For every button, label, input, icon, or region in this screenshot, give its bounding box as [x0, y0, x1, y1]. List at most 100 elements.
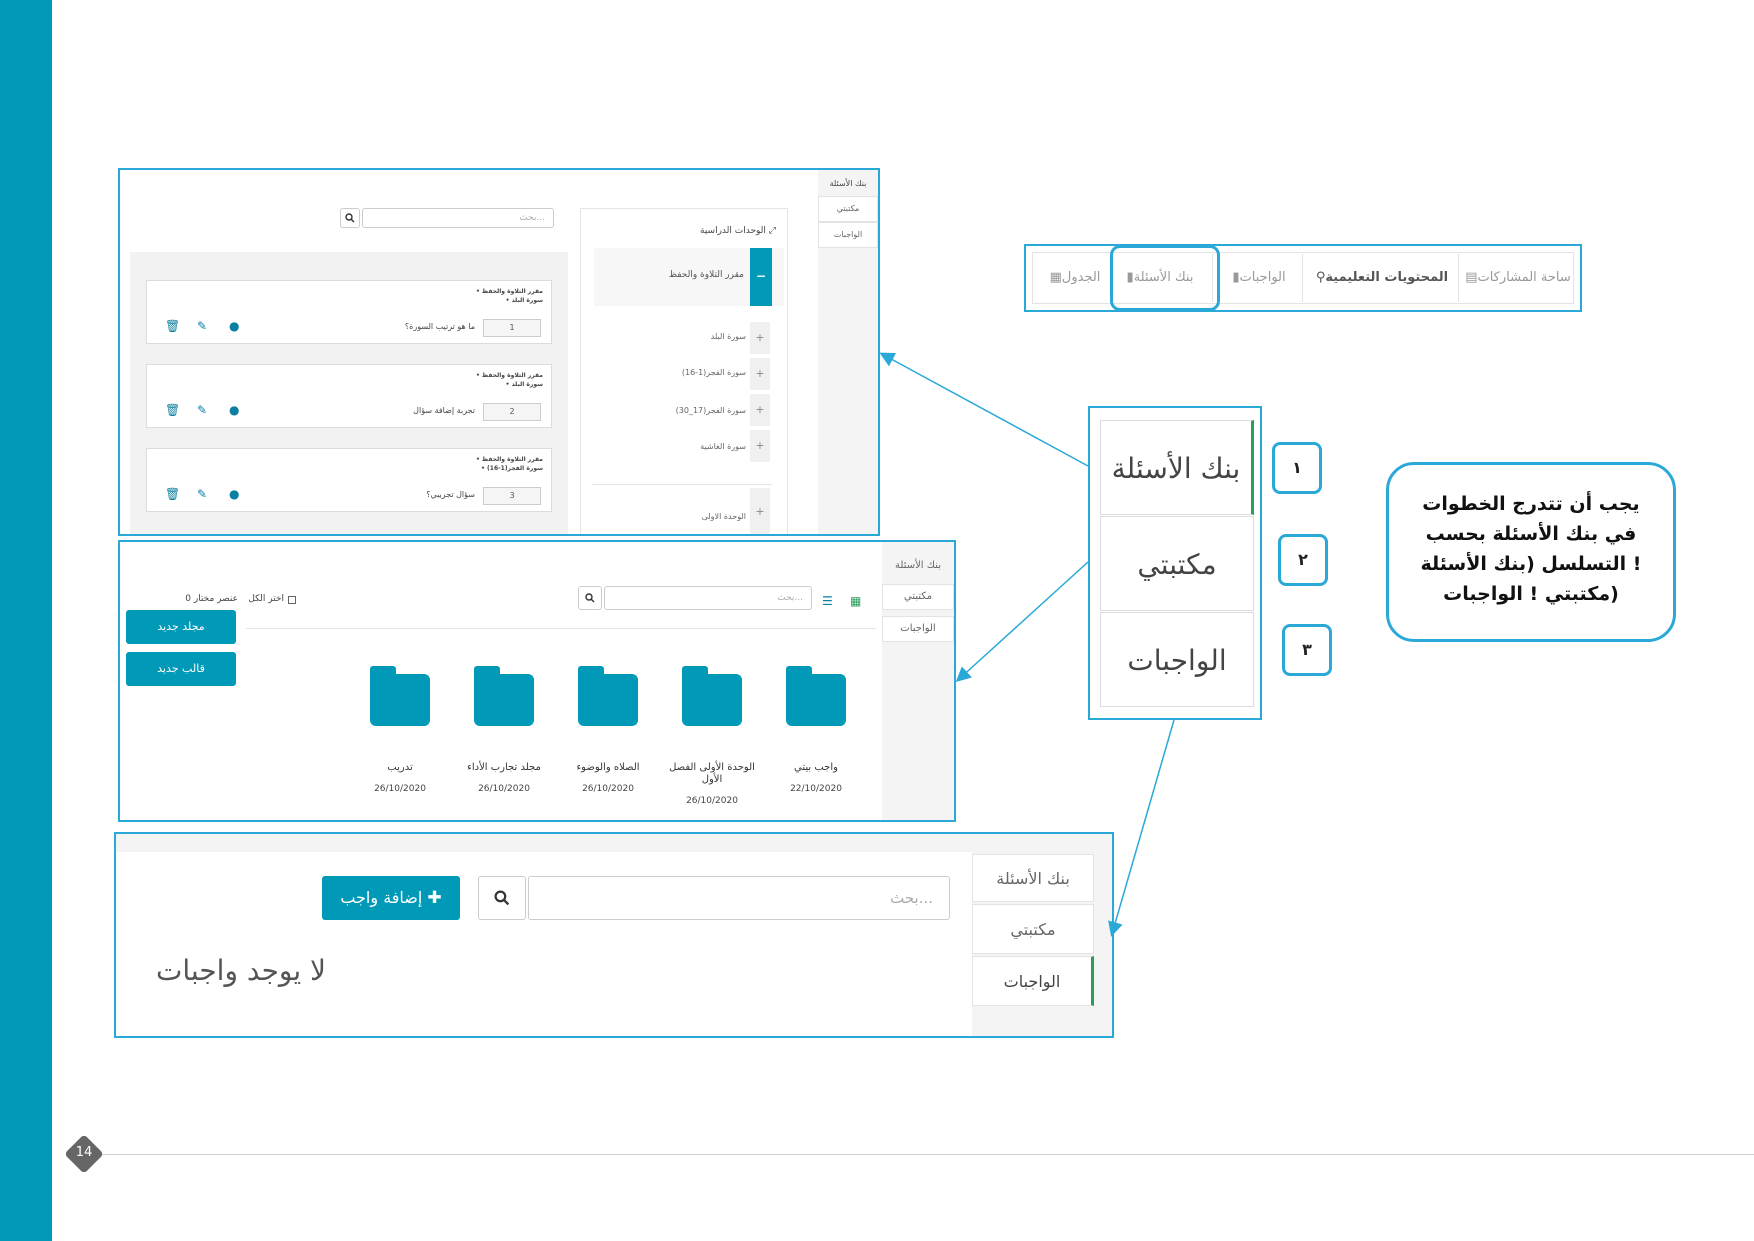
expand-sub-unit-button[interactable]: +: [750, 322, 770, 354]
search-icon: [494, 890, 510, 906]
tab-library[interactable]: مكتبتي: [972, 904, 1094, 954]
tab-library[interactable]: مكتبتي: [818, 196, 878, 222]
search-icon: [345, 213, 355, 223]
arrow-to-question-bank: [879, 352, 1089, 467]
question-breadcrumb: • مقرر التلاوة والحفظ• سورة الفجر(1-16): [475, 456, 543, 472]
edit-icon[interactable]: ✎: [197, 487, 208, 501]
search-button[interactable]: [340, 208, 360, 228]
view-icon[interactable]: ●: [229, 403, 240, 417]
folder-icon[interactable]: [578, 666, 638, 726]
new-template-button[interactable]: قالب جديد: [126, 652, 236, 686]
forum-icon: ▤: [1465, 270, 1478, 285]
folder-icon[interactable]: [474, 666, 534, 726]
collapse-button[interactable]: −: [750, 248, 772, 306]
step-number-3: ٣: [1282, 624, 1332, 676]
nav-divider: [1458, 254, 1459, 302]
zoom-tab-homework[interactable]: الواجبات: [1100, 612, 1254, 707]
expand-sub-unit-button[interactable]: +: [750, 358, 770, 390]
note-line: التسلسل (بنك الأسئلة !: [1420, 553, 1642, 575]
plus-icon: ✚: [427, 888, 442, 908]
view-icon[interactable]: ●: [229, 487, 240, 501]
folder-name: الصلاه والوضوء: [576, 762, 640, 773]
add-homework-label: إضافة واجب: [340, 888, 423, 907]
top-nav-bar: ▤ساحة المشاركات ⚲المحتويات التعليمية ▮ال…: [1024, 244, 1582, 312]
edit-icon[interactable]: ✎: [197, 403, 208, 417]
new-folder-button[interactable]: مجلد جديد: [126, 610, 236, 644]
folder-date: 26/10/2020: [582, 784, 634, 794]
grid-view-icon[interactable]: ▦: [850, 594, 862, 608]
delete-icon[interactable]: 🗑: [165, 487, 181, 501]
folder-date: 26/10/2020: [374, 784, 426, 794]
folder-name: الوحدة الأولى الفصل الأول: [669, 762, 755, 785]
folder-name: واجب بيتي: [794, 762, 838, 773]
note-line: يجب أن تتدرج الخطوات: [1422, 493, 1640, 515]
question-number: 2: [483, 403, 541, 421]
units-title-text: الوحدات الدراسية: [700, 226, 766, 236]
folder-icon[interactable]: [682, 666, 742, 726]
units-title: الوحدات الدراسية ⤢: [600, 226, 776, 236]
question-text: ما هو ترتيب السورة؟: [404, 322, 475, 331]
nav-inner-border: [1032, 252, 1574, 304]
homework-panel: بنك الأسئلة مكتبتي الواجبات بحث... إضافة…: [114, 832, 1114, 1038]
search-input[interactable]: بحث...: [604, 586, 812, 610]
calendar-icon: ▦: [1049, 270, 1062, 285]
folder-date: 26/10/2020: [478, 784, 530, 794]
zoom-tab-question-bank[interactable]: بنك الأسئلة: [1100, 420, 1254, 515]
view-icon[interactable]: ●: [229, 319, 240, 333]
delete-icon[interactable]: 🗑: [165, 403, 181, 417]
sub-unit-label: سورة الفجر(1-16): [681, 368, 746, 377]
question-bank-highlight: [1110, 245, 1220, 311]
active-unit-label: مقرر التلاوة والحفظ: [668, 270, 744, 280]
search-button[interactable]: [578, 586, 602, 610]
expand-unit-button[interactable]: +: [750, 488, 770, 534]
divider: [592, 484, 772, 485]
folder-date: 22/10/2020: [790, 784, 842, 794]
tab-homework[interactable]: الواجبات: [882, 616, 954, 642]
panel-top-bar: [116, 834, 1112, 852]
library-panel: بنك الأسئلة مكتبتي الواجبات ▦ ☰ بحث... ا…: [118, 540, 956, 822]
question-card: • مقرر التلاوة والحفظ• سورة الفجر(1-16) …: [146, 448, 552, 512]
tab-homework[interactable]: الواجبات: [972, 956, 1094, 1006]
nav-divider: [1302, 254, 1303, 302]
search-button[interactable]: [478, 876, 526, 920]
expand-icon: ⤢: [768, 226, 776, 236]
tab-question-bank[interactable]: بنك الأسئلة: [829, 179, 867, 188]
nav-item-forum[interactable]: ▤ساحة المشاركات: [1465, 270, 1571, 285]
tab-question-bank[interactable]: بنك الأسئلة: [895, 560, 941, 571]
zoom-tab-library[interactable]: مكتبتي: [1100, 516, 1254, 611]
expand-sub-unit-button[interactable]: +: [750, 394, 770, 426]
search-input[interactable]: بحث...: [528, 876, 950, 920]
tab-homework[interactable]: الواجبات: [818, 222, 878, 248]
nav-item-schedule[interactable]: ▦الجدول: [1049, 270, 1101, 285]
zoomed-tabs-panel: بنك الأسئلة مكتبتي الواجبات: [1088, 406, 1262, 720]
question-breadcrumb: • مقرر التلاوة والحفظ• سورة البلد: [475, 372, 543, 388]
folder-icon[interactable]: [370, 666, 430, 726]
list-view-icon[interactable]: ☰: [822, 594, 833, 608]
question-number: 1: [483, 319, 541, 337]
delete-icon[interactable]: 🗑: [165, 319, 181, 333]
nav-item-homework[interactable]: ▮الواجبات: [1232, 270, 1286, 285]
arrow-to-library: [955, 561, 1089, 683]
tab-question-bank[interactable]: بنك الأسئلة: [972, 854, 1094, 902]
sub-unit-label: سورة الغاشية: [700, 442, 746, 451]
nav-item-question-bank[interactable]: ▮بنك الأسئلة: [1126, 270, 1194, 285]
tab-library[interactable]: مكتبتي: [882, 584, 954, 610]
folder-icon[interactable]: [786, 666, 846, 726]
question-text: سؤال تجريبي؟: [426, 490, 475, 499]
question-breadcrumb: • مقرر التلاوة والحفظ• سورة البلد: [475, 288, 543, 304]
search-icon: [585, 593, 595, 603]
select-all-checkbox[interactable]: [288, 596, 296, 604]
question-text: تجربة إضافة سؤال: [413, 406, 475, 415]
folder-date: 26/10/2020: [686, 796, 738, 806]
empty-message: لا يوجد واجبات: [156, 954, 326, 987]
expand-sub-unit-button[interactable]: +: [750, 430, 770, 462]
search-input[interactable]: بحث...: [362, 208, 554, 228]
question-card: • مقرر التلاوة والحفظ• سورة البلد 2 تجرب…: [146, 364, 552, 428]
sub-unit-label: سورة الفجر(17_30): [675, 406, 746, 415]
selected-count: 0 عنصر مختار: [185, 594, 238, 604]
divider: [246, 628, 876, 629]
edit-icon[interactable]: ✎: [197, 319, 208, 333]
nav-item-educational-content[interactable]: ⚲المحتويات التعليمية: [1315, 270, 1449, 285]
add-homework-button[interactable]: إضافة واجب ✚: [322, 876, 460, 920]
book-icon: ▮: [1232, 270, 1240, 285]
